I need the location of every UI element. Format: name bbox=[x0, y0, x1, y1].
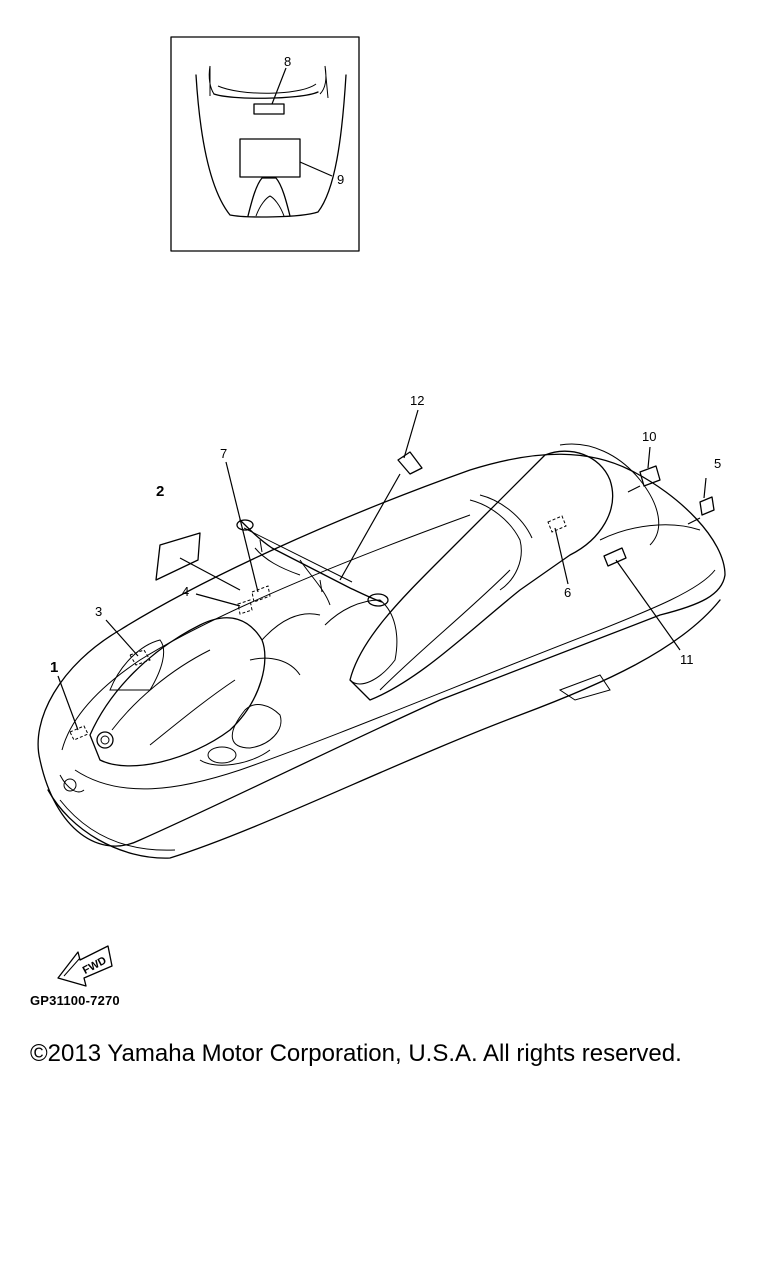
leader-lines bbox=[57, 409, 707, 731]
callout-7: 7 bbox=[220, 446, 227, 461]
decal-1 bbox=[69, 725, 89, 741]
decal-7 bbox=[251, 585, 271, 603]
callout-6: 6 bbox=[564, 585, 571, 600]
decal-12 bbox=[397, 451, 423, 475]
callout-12: 12 bbox=[410, 393, 424, 408]
callout-9: 9 bbox=[337, 172, 344, 187]
watercraft-drawing bbox=[37, 443, 726, 859]
decal-11 bbox=[603, 547, 627, 567]
decal-4 bbox=[237, 599, 253, 615]
callout-4: 4 bbox=[182, 584, 189, 599]
callout-10: 10 bbox=[642, 429, 656, 444]
decal-2 bbox=[155, 532, 201, 581]
callout-numbers: 1 2 3 4 5 6 7 10 11 12 bbox=[50, 393, 721, 676]
decal-marks bbox=[69, 451, 715, 741]
callout-5: 5 bbox=[714, 456, 721, 471]
callout-8: 8 bbox=[284, 54, 291, 69]
decal-6 bbox=[547, 515, 567, 533]
decal-3 bbox=[129, 649, 151, 666]
callout-1: 1 bbox=[50, 659, 58, 676]
callout-2: 2 bbox=[156, 483, 164, 500]
fwd-arrow-icon: FWD bbox=[57, 945, 113, 987]
callout-3: 3 bbox=[95, 604, 102, 619]
copyright-text: ©2013 Yamaha Motor Corporation, U.S.A. A… bbox=[30, 1040, 682, 1067]
decal-10 bbox=[639, 465, 661, 487]
label-9-mark bbox=[239, 138, 301, 178]
label-8-mark bbox=[253, 103, 285, 115]
inset-detail: 8 9 bbox=[170, 36, 360, 252]
decal-5 bbox=[699, 496, 715, 516]
callout-11: 11 bbox=[680, 652, 694, 667]
part-code: GP31100-7270 bbox=[30, 993, 120, 1008]
inset-frame bbox=[170, 36, 360, 252]
